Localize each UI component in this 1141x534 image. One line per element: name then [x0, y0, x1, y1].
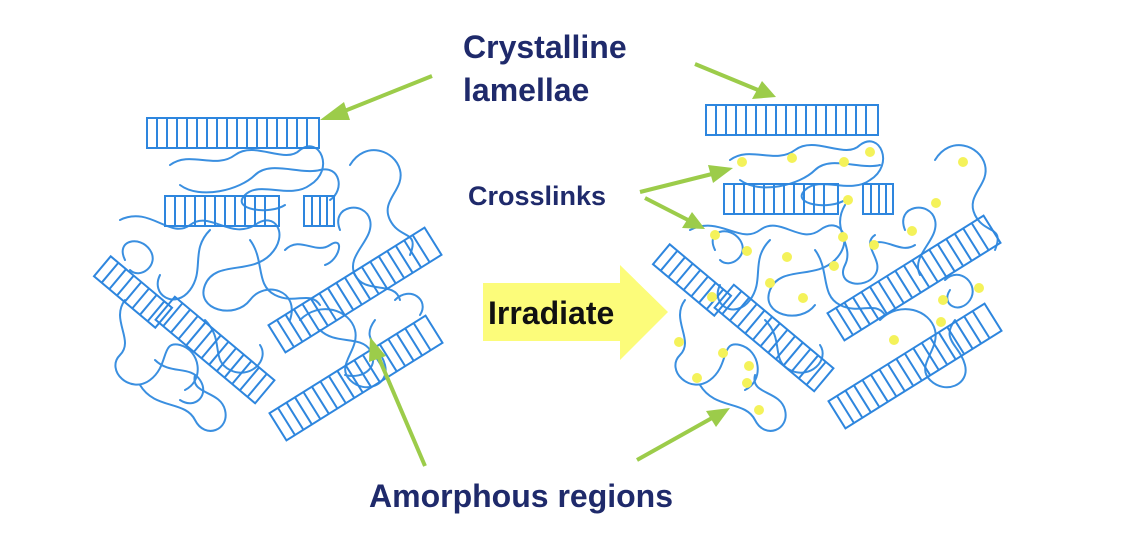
crystalline-lamellae-label-line1: Crystalline [463, 29, 627, 65]
structure-after [651, 104, 1003, 432]
irradiate-arrow: Irradiate [483, 265, 668, 360]
pointer-arrows [320, 62, 776, 467]
crystalline-lamellae-label-line2: lamellae [463, 72, 589, 108]
lamella-l3 [303, 195, 335, 227]
lamella-r7 [827, 302, 1003, 430]
lamella-r5 [713, 283, 835, 393]
lamella-r1 [705, 104, 879, 136]
irradiate-label: Irradiate [488, 295, 614, 331]
lamella-l6 [267, 226, 443, 354]
amorphous-regions-label: Amorphous regions [369, 478, 673, 514]
crosslinks-label: Crosslinks [468, 181, 606, 211]
lamella-l1 [146, 117, 320, 149]
lamella-r6 [826, 214, 1002, 342]
lamella-r3 [862, 183, 894, 215]
lamella-l5 [154, 295, 276, 405]
lamella-l4 [92, 254, 174, 330]
structure-before [92, 117, 444, 442]
lamella-l2 [164, 195, 280, 227]
crosslink-dots [674, 147, 984, 415]
lamella-r4 [651, 242, 733, 318]
lamella-r2 [723, 183, 839, 215]
